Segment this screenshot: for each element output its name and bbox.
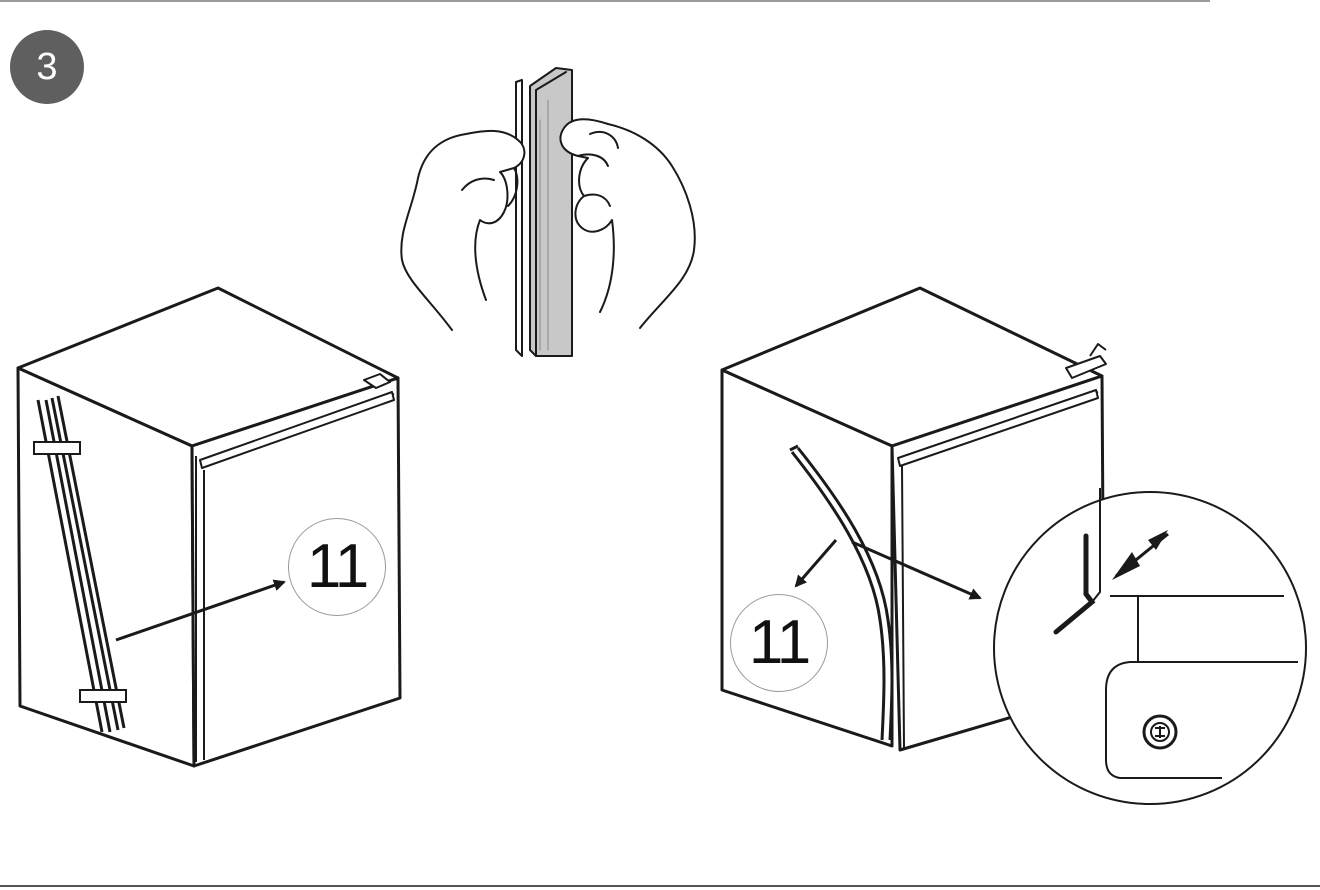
screw-icon	[1142, 714, 1178, 750]
part-callout-right: 11	[730, 594, 828, 692]
seal-strip-icon	[515, 79, 523, 357]
right-seal-strip-icon	[789, 444, 894, 741]
step-number-badge: 3	[10, 30, 84, 104]
hands-peeling-strip-icon	[400, 67, 696, 357]
left-cabinet-icon	[16, 286, 402, 768]
right-arrow-detail-icon	[851, 540, 982, 600]
part-callout-left: 11	[288, 518, 386, 616]
left-seal-strip-icon	[33, 395, 127, 733]
detail-magnifier-icon	[993, 488, 1307, 805]
left-arrow-icon	[115, 579, 286, 642]
right-arrow-down-icon	[794, 539, 838, 588]
